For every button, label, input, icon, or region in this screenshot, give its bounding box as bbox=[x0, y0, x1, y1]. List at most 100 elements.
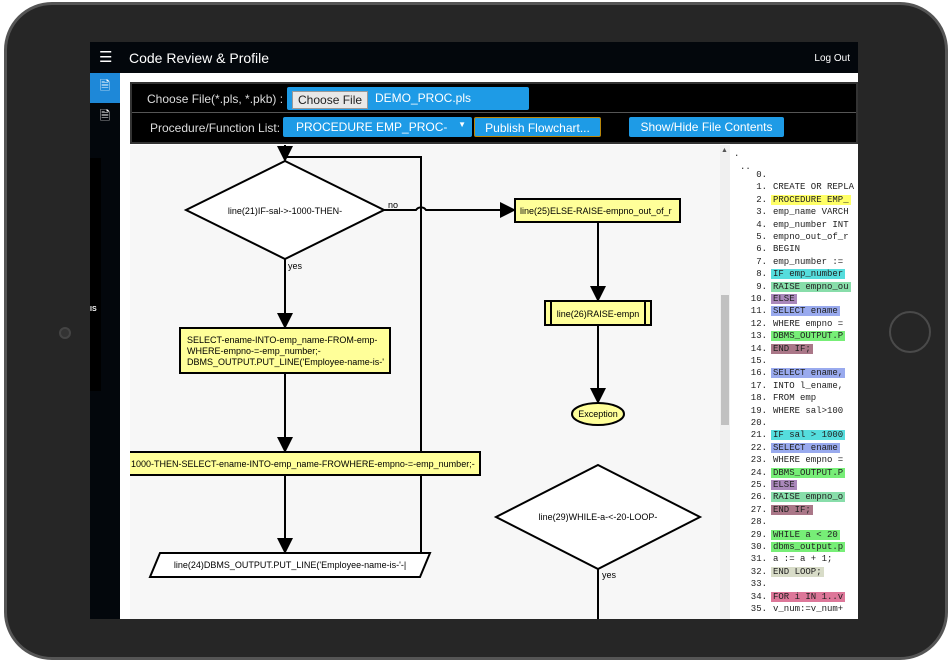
line-number: 6. bbox=[756, 244, 767, 255]
code-line: 13.DBMS_OUTPUT.P bbox=[734, 330, 846, 342]
io-label: line(24)DBMS_OUTPUT.PUT_LINE('Employee-n… bbox=[174, 560, 406, 570]
process-node-else[interactable] bbox=[514, 198, 681, 223]
code-text: FOR i IN 1..v bbox=[771, 591, 846, 602]
scrollbar-thumb[interactable] bbox=[721, 295, 729, 425]
code-text: v_num:=v_num+ bbox=[773, 604, 844, 614]
edge-no bbox=[384, 202, 516, 218]
line-number: 30. bbox=[750, 542, 767, 552]
flowchart-canvas[interactable]: line(21)IF-sal->-1000-THEN- no yes line(… bbox=[130, 145, 720, 619]
logout-link[interactable]: Log Out bbox=[814, 53, 850, 64]
io-node-output[interactable] bbox=[148, 552, 432, 578]
edge-label-no: no bbox=[388, 200, 398, 210]
scroll-up-icon[interactable]: ▲ bbox=[721, 147, 728, 154]
code-text: a := a + 1; bbox=[773, 554, 833, 565]
line-number: 29. bbox=[750, 529, 767, 540]
code-text: END IF; bbox=[771, 504, 813, 515]
procedure-selected: PROCEDURE EMP_PROC- bbox=[296, 120, 448, 134]
code-line: 34. FOR i IN 1..v bbox=[734, 591, 846, 603]
process-node-select[interactable] bbox=[179, 327, 391, 374]
code-line: 20. bbox=[734, 417, 775, 429]
code-text: BEGIN bbox=[773, 244, 801, 255]
code-text: emp_name VARCH bbox=[773, 207, 849, 218]
screen: ☰ Code Review & Profile Log Out 🗎 🗎 IS C… bbox=[90, 42, 858, 619]
code-line: 3.emp_name VARCH bbox=[734, 206, 851, 218]
line-number: 9. bbox=[756, 281, 767, 292]
code-line: 12.WHERE empno = bbox=[734, 318, 845, 330]
code-text: CREATE OR REPLA bbox=[773, 182, 855, 193]
line-number: 22. bbox=[750, 442, 767, 453]
hamburger-menu-icon[interactable]: ☰ bbox=[99, 49, 113, 66]
line-number: 32. bbox=[750, 566, 767, 577]
code-text: PROCEDURE EMP_ bbox=[771, 194, 851, 205]
line-number: 28. bbox=[750, 517, 767, 528]
code-text: RAISE empno_ou bbox=[771, 281, 851, 292]
line-number: 34. bbox=[750, 591, 767, 602]
procedure-select[interactable]: PROCEDURE EMP_PROC- ▼ bbox=[283, 117, 472, 137]
camera-icon bbox=[59, 327, 71, 339]
code-line: 24. DBMS_OUTPUT.P bbox=[734, 467, 846, 479]
line-number: 33. bbox=[750, 579, 767, 590]
tooltip-text: IS bbox=[90, 306, 97, 313]
chevron-down-icon: ▼ bbox=[458, 120, 466, 129]
code-line: 16.SELECT ename, bbox=[734, 367, 846, 379]
code-line: 18.FROM emp bbox=[734, 392, 818, 404]
code-text: emp_number INT bbox=[773, 219, 849, 230]
file-input[interactable]: Choose File DEMO_PROC.pls bbox=[287, 87, 529, 110]
sidebar-item-file[interactable]: 🗎 bbox=[90, 103, 120, 133]
document-icon: 🗎 bbox=[99, 78, 111, 93]
line-number: 26. bbox=[750, 492, 767, 503]
process-node-wide[interactable] bbox=[130, 451, 481, 476]
home-button[interactable] bbox=[889, 311, 931, 353]
app-title: Code Review & Profile bbox=[129, 50, 270, 66]
line-number: 31. bbox=[750, 554, 767, 565]
top-bar: ☰ Code Review & Profile Log Out bbox=[90, 42, 858, 73]
flowchart-svg: line(21)IF-sal->-1000-THEN- no yes line(… bbox=[130, 145, 703, 619]
code-text bbox=[771, 418, 775, 428]
line-number: 2. bbox=[756, 194, 767, 205]
line-number: 24. bbox=[750, 467, 767, 478]
code-header-line: . bbox=[734, 149, 740, 159]
code-line: 30. dbms_output.p bbox=[734, 541, 846, 553]
line-number: 12. bbox=[750, 318, 767, 329]
code-text: DBMS_OUTPUT.P bbox=[771, 467, 846, 478]
code-line: 2. PROCEDURE EMP_ bbox=[734, 194, 851, 206]
subprocess-node-raise[interactable] bbox=[544, 300, 652, 326]
code-text: dbms_output.p bbox=[771, 542, 846, 552]
code-line: 23.WHERE empno = bbox=[734, 454, 845, 466]
code-line: 19.WHERE sal>100 bbox=[734, 405, 845, 417]
line-number: 16. bbox=[750, 368, 767, 379]
terminal-node-exception[interactable] bbox=[571, 402, 625, 426]
decision-node-while[interactable] bbox=[493, 463, 703, 571]
show-hide-file-button[interactable]: Show/Hide File Contents bbox=[629, 117, 784, 137]
line-number: 14. bbox=[750, 343, 767, 354]
publish-flowchart-button[interactable]: Publish Flowchart... bbox=[474, 117, 601, 137]
code-line: 22.SELECT ename bbox=[734, 442, 840, 454]
line-number: 1. bbox=[756, 182, 767, 193]
controls-panel: Choose File(*.pls, *.pkb) : Choose File … bbox=[130, 82, 858, 144]
code-text: FROM emp bbox=[773, 393, 817, 404]
code-line: 28. bbox=[734, 516, 775, 528]
line-number: 35. bbox=[750, 604, 767, 614]
code-text: IF emp_number bbox=[771, 269, 846, 280]
code-text: IF sal > 1000 bbox=[771, 430, 846, 441]
code-text: ELSE bbox=[771, 294, 797, 304]
choose-file-button[interactable]: Choose File bbox=[292, 91, 369, 109]
decision-node-if[interactable] bbox=[183, 159, 387, 261]
code-text: INTO l_ename, bbox=[773, 380, 844, 391]
code-text: WHILE a < 20 bbox=[771, 529, 840, 540]
sidebar: 🗎 🗎 IS bbox=[90, 73, 120, 619]
code-text bbox=[771, 579, 775, 589]
code-text bbox=[771, 517, 775, 527]
code-text bbox=[771, 170, 775, 180]
line-number: 7. bbox=[756, 256, 767, 267]
edge-label-yes: yes bbox=[288, 261, 303, 271]
line-number: 10. bbox=[750, 294, 767, 304]
code-line: 25.ELSE bbox=[734, 479, 797, 491]
sidebar-item-file-active[interactable]: 🗎 bbox=[90, 73, 120, 103]
line-number: 21. bbox=[750, 430, 767, 441]
code-line: 15. bbox=[734, 355, 775, 367]
code-line: 9. RAISE empno_ou bbox=[734, 281, 851, 293]
scrollbar[interactable]: ▲ bbox=[720, 145, 730, 619]
terminal-label: Exception bbox=[578, 409, 618, 419]
line-number: 4. bbox=[756, 219, 767, 230]
